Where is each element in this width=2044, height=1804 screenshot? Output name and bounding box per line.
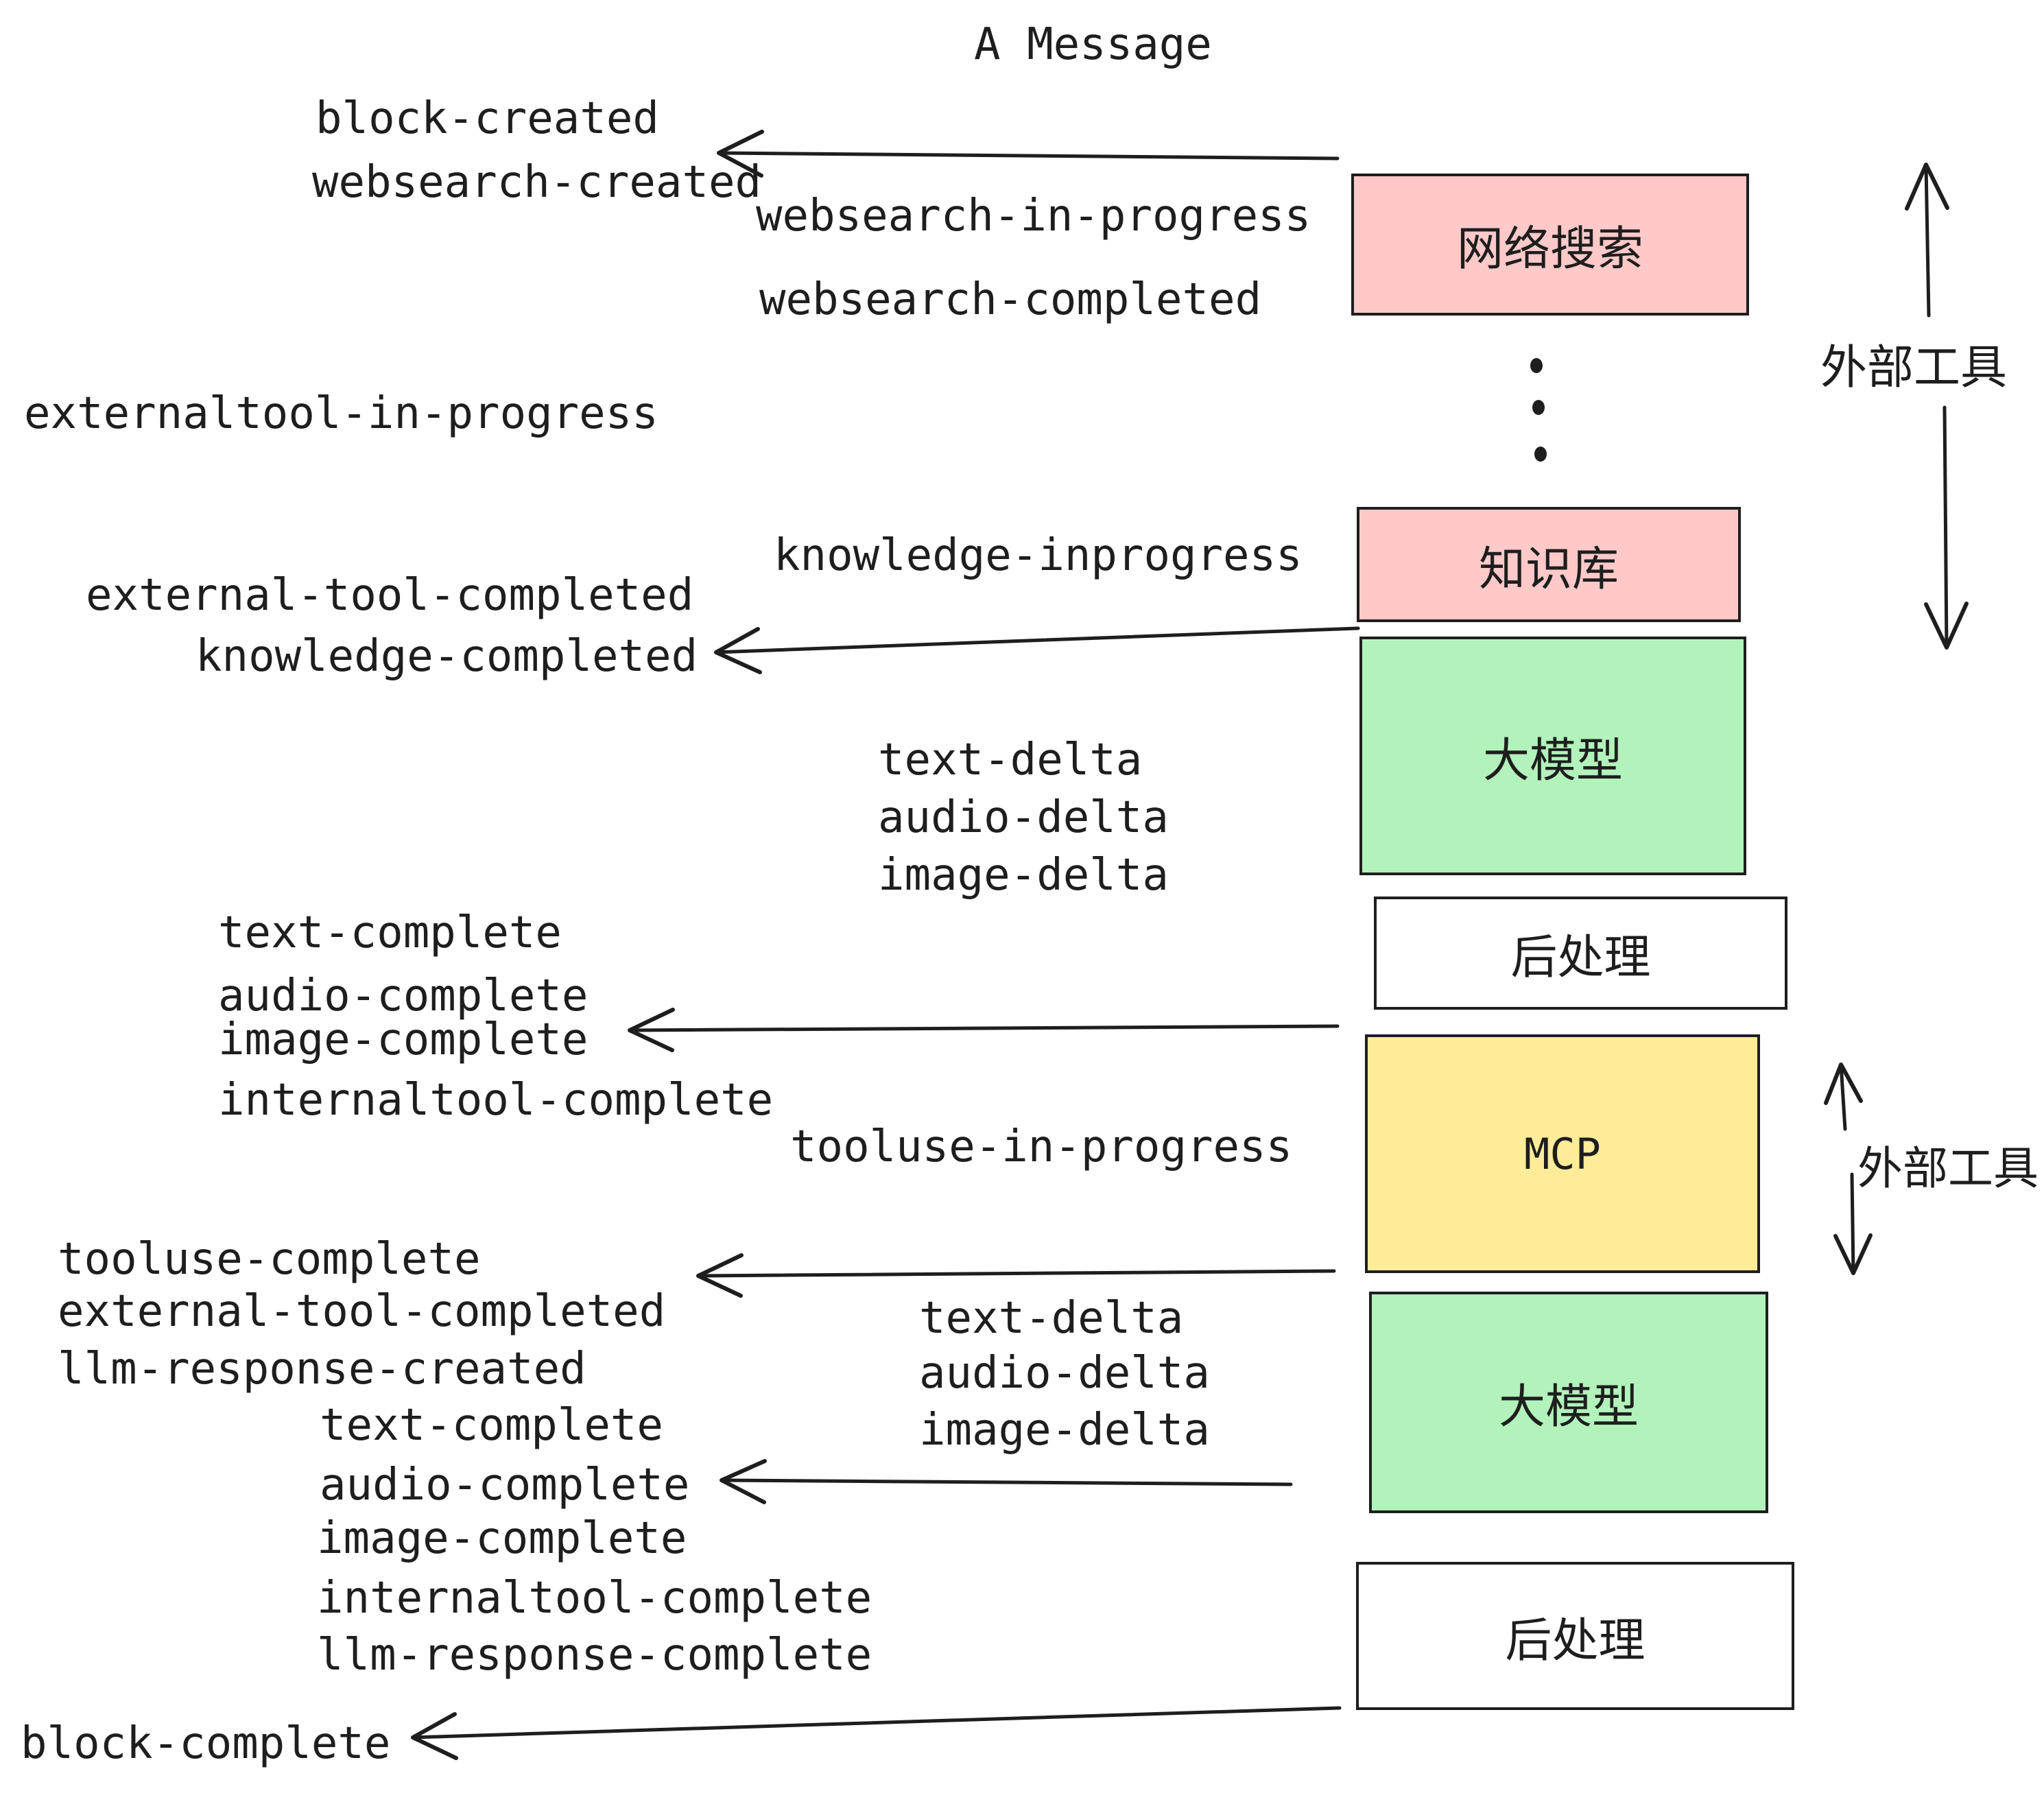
side-label-external-tools-1: 外部工具 [1820, 341, 2008, 395]
event-block-complete: block-complete [21, 1718, 391, 1769]
event-audio-delta-1: audio-delta [878, 792, 1169, 843]
event-llm-response-complete: llm-response-complete [317, 1630, 872, 1681]
box-knowledge: 知识库 [1357, 507, 1741, 622]
event-image-complete-2: image-complete [317, 1513, 687, 1564]
box-postprocess-1: 后处理 [1374, 897, 1787, 1010]
event-knowledge-completed: knowledge-completed [195, 631, 698, 682]
event-websearch-created: websearch-created [312, 157, 762, 208]
event-websearch-completed: websearch-completed [759, 274, 1262, 325]
event-knowledge-inprogress: knowledge-inprogress [774, 530, 1303, 581]
event-image-delta-1: image-delta [878, 850, 1169, 901]
box-knowledge-label: 知识库 [1478, 542, 1619, 597]
arrow-mcp-to-tooluse-complete-icon [696, 1253, 1336, 1298]
event-text-complete-2: text-complete [320, 1400, 663, 1451]
event-image-complete-1: image-complete [218, 1014, 589, 1065]
event-internaltool-complete-2: internaltool-complete [317, 1573, 872, 1624]
event-internaltool-complete-1: internaltool-complete [218, 1075, 774, 1126]
event-websearch-in-progress: websearch-in-progress [756, 191, 1311, 241]
arrow-postprocess2-to-block-complete-icon [411, 1706, 1342, 1760]
box-llm-2-label: 大模型 [1498, 1380, 1639, 1434]
event-text-delta-1: text-delta [878, 735, 1143, 785]
event-tooluse-in-progress: tooluse-in-progress [790, 1121, 1293, 1172]
arrow-llm2-to-complete-group-icon [720, 1459, 1293, 1504]
box-websearch: 网络搜索 [1351, 174, 1749, 316]
event-audio-complete-2: audio-complete [320, 1460, 690, 1510]
event-audio-delta-2: audio-delta [919, 1348, 1210, 1399]
external-tools-span-1-down-arrow-icon [1924, 405, 1969, 650]
event-text-complete-1: text-complete [218, 907, 562, 958]
event-externaltool-in-progress: externaltool-in-progress [24, 388, 658, 439]
box-postprocess-1-label: 后处理 [1510, 931, 1651, 985]
event-audio-complete-1: audio-complete [218, 971, 589, 1021]
event-block-created: block-created [316, 93, 659, 144]
side-label-external-tools-2: 外部工具 [1857, 1142, 2039, 1195]
diagram-title: A Message [974, 19, 1212, 70]
box-llm-2: 大模型 [1369, 1292, 1768, 1513]
arrow-websearch-to-block-created-icon [717, 130, 1340, 178]
box-websearch-label: 网络搜索 [1456, 222, 1643, 276]
box-mcp: MCP [1365, 1034, 1760, 1273]
arrow-postprocess1-to-complete-group-icon [628, 1008, 1340, 1052]
external-tools-span-2-up-arrow-icon [1824, 1063, 1863, 1131]
box-postprocess-2-label: 后处理 [1505, 1613, 1645, 1668]
event-image-delta-2: image-delta [919, 1405, 1210, 1456]
box-llm-1-label: 大模型 [1482, 733, 1623, 788]
event-external-tool-completed-1: external-tool-completed [86, 570, 694, 621]
event-text-delta-2: text-delta [919, 1293, 1184, 1344]
box-mcp-label: MCP [1524, 1128, 1601, 1179]
event-external-tool-completed-2: external-tool-completed [58, 1286, 666, 1337]
box-postprocess-2: 后处理 [1356, 1562, 1794, 1710]
arrow-knowledge-to-knowledge-completed-icon [714, 626, 1360, 674]
event-llm-response-created: llm-response-created [58, 1344, 586, 1394]
event-tooluse-complete: tooluse-complete [58, 1234, 481, 1285]
vertical-ellipsis-icon [1530, 358, 1547, 462]
box-llm-1: 大模型 [1359, 637, 1746, 875]
external-tools-span-1-up-arrow-icon [1905, 163, 1949, 318]
